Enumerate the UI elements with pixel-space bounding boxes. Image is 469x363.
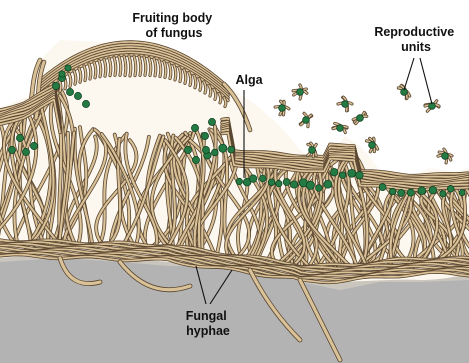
alga-cell [74,92,81,99]
alga-cell [290,181,297,188]
alga-cell [342,101,349,108]
reproductive-unit [338,97,352,111]
alga-cell [22,148,29,155]
alga-cell [303,117,310,124]
label-reproductive-line1: Reproductive [374,25,454,39]
reproductive-unit [293,85,307,99]
alga-cell [52,82,59,89]
reproductive-unit [398,85,409,98]
alga-cell [259,175,266,182]
alga-cell [442,153,449,160]
alga-cell [279,105,286,112]
alga-cell [184,146,191,153]
alga-cell [208,118,215,125]
reproductive-unit [353,112,367,123]
alga-cell [65,65,71,71]
label-reproductive-line2: units [401,40,431,54]
alga-cell [440,191,446,197]
alga-cell [309,147,316,154]
reproductive-unit [333,123,347,132]
alga-cell [306,181,314,189]
alga-cell [16,134,23,141]
alga-cell [330,168,338,176]
alga-cell [8,146,15,153]
alga-cell [429,186,437,194]
alga-cell [276,180,282,186]
alga-cell [283,178,290,185]
leader-repro-1 [404,58,414,90]
alga-cell [418,187,426,195]
label-fungal-hyphae: Fungal hyphae [186,309,230,338]
alga-cell [357,115,364,122]
alga-cell [369,142,376,149]
alga-cell [202,146,209,153]
reproductive-unit [300,113,311,126]
alga-cell [389,188,396,195]
label-fruiting-body: Fruiting body of fungus [132,11,215,40]
alga-cell [316,185,323,192]
reproductive-unit [438,149,452,163]
label-reproductive-units: Reproductive units [374,25,457,54]
reproductive-unit [308,143,316,157]
alga-cell [201,132,208,139]
alga-cell [339,172,346,179]
alga-cell [356,171,364,179]
alga-cell [398,189,405,196]
alga-cell [249,175,257,183]
alga-cell [66,88,73,95]
reproductive-unit [366,138,377,152]
alga-cell [447,185,454,192]
leader-repro-2 [420,58,432,104]
alga-cell [191,124,198,131]
alga-cell [337,125,344,132]
alga-cell [30,142,37,149]
label-fruiting-body-line2: of fungus [146,26,203,40]
alga-cell [211,149,218,156]
alga-cell [219,144,227,152]
alga-cell [228,146,235,153]
label-fruiting-body-line1: Fruiting body [132,11,212,25]
alga-cell [59,71,65,77]
alga-cell [268,179,275,186]
alga-cell [348,169,356,177]
alga-cell [407,189,414,196]
alga-cell [82,100,89,107]
alga-cell [297,89,304,96]
label-alga: Alga [235,73,263,87]
alga-cell [192,156,199,163]
label-fungal-hyphae-line1: Fungal [186,309,227,323]
reproductive-unit [275,101,289,115]
alga-cell [459,190,465,196]
alga-cell [379,184,386,191]
label-fungal-hyphae-line2: hyphae [186,324,230,338]
alga-cell [236,178,243,185]
alga-cell [324,180,332,188]
